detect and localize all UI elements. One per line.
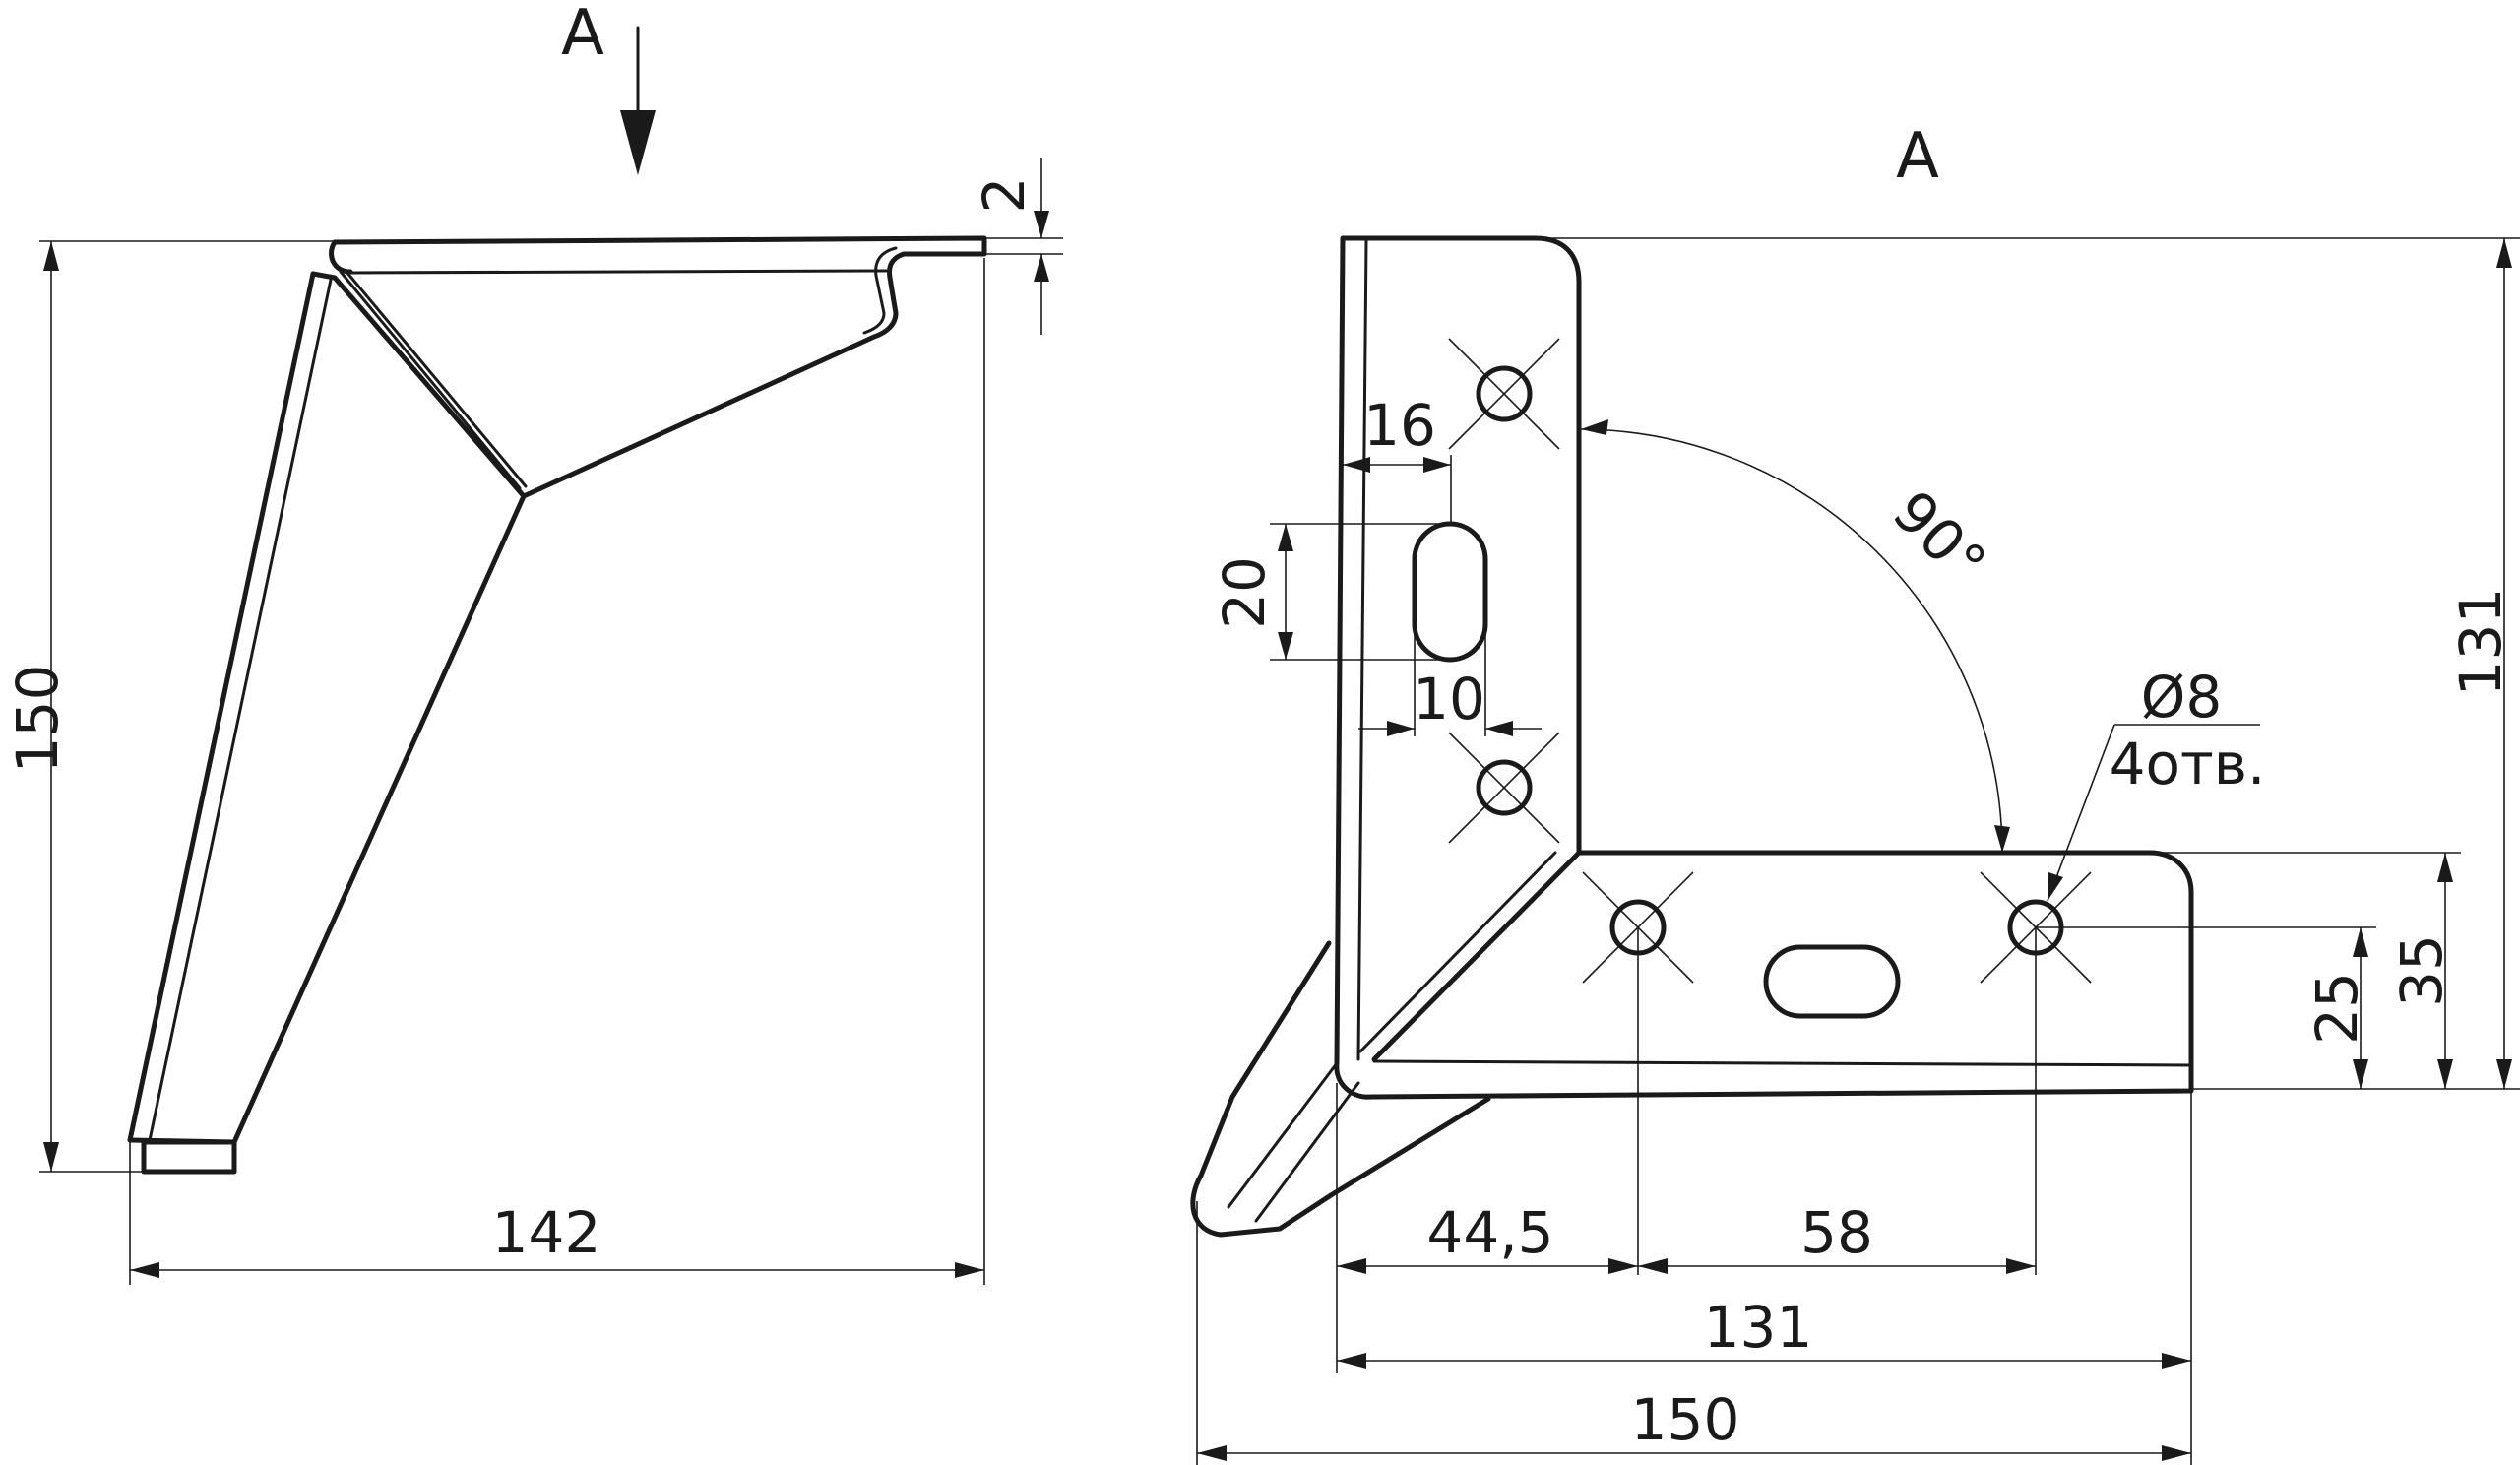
vertical-slot (1412, 521, 1488, 663)
dimension-58 (1638, 1258, 2036, 1274)
dimension-height (39, 240, 335, 1173)
horizontal-slot (1763, 944, 1901, 1019)
mounting-hole-1 (1448, 338, 1560, 450)
dimension-slot-length (1270, 523, 1451, 661)
hole-callout-leader (2047, 724, 2260, 902)
dimension-width (129, 258, 985, 1285)
top-view-title: A (1896, 120, 1939, 193)
dimension-58-label: 58 (1800, 1199, 1873, 1266)
dimension-angle (1578, 419, 2010, 854)
dimension-25 (2036, 926, 2376, 1089)
hole-count-label: 4отв. (2110, 731, 2266, 797)
dimension-44-5 (1337, 1258, 1638, 1274)
dimension-plate-height-label: 131 (2447, 588, 2514, 697)
dimension-131-bottom (1337, 1353, 2191, 1369)
dimension-height-label: 150 (4, 665, 71, 774)
view-arrow-label: A (561, 0, 604, 70)
dimension-35 (2150, 852, 2461, 1089)
bracket-outline (1334, 235, 2194, 1100)
leg-body-outline (127, 271, 527, 1145)
dimension-25-label: 25 (2303, 972, 2370, 1045)
dimension-slot-length-label: 20 (1211, 556, 1278, 629)
leg-outline-below (1190, 940, 1491, 1238)
side-view: A 150 142 (4, 0, 1063, 1285)
dimension-44-5-label: 44,5 (1426, 1199, 1553, 1266)
dimension-width-label: 142 (492, 1199, 601, 1266)
hole-diameter-label: Ø8 (2141, 664, 2223, 731)
dimension-plate-height (1536, 237, 2520, 1090)
dimension-angle-label: 90° (1880, 478, 1999, 597)
leg-foot (141, 1139, 237, 1175)
dimension-150-bottom (1197, 1445, 2191, 1461)
top-view: A (1190, 120, 2520, 1465)
dimension-slot-offset-label: 16 (1363, 392, 1436, 459)
dimension-131-bottom-label: 131 (1704, 1294, 1813, 1361)
dimension-150-bottom-label: 150 (1631, 1386, 1740, 1453)
dimension-35-label: 35 (2388, 934, 2455, 1007)
dimension-slot-width (1358, 610, 1542, 736)
dimension-thickness (984, 158, 1063, 335)
dimension-slot-width-label: 10 (1413, 666, 1485, 732)
mounting-hole-2 (1448, 732, 1560, 844)
leg-top-plate (332, 235, 987, 499)
dimension-thickness-label: 2 (971, 177, 1038, 214)
dimension-slot-offset (1343, 455, 1452, 524)
view-direction-arrow (620, 26, 656, 175)
